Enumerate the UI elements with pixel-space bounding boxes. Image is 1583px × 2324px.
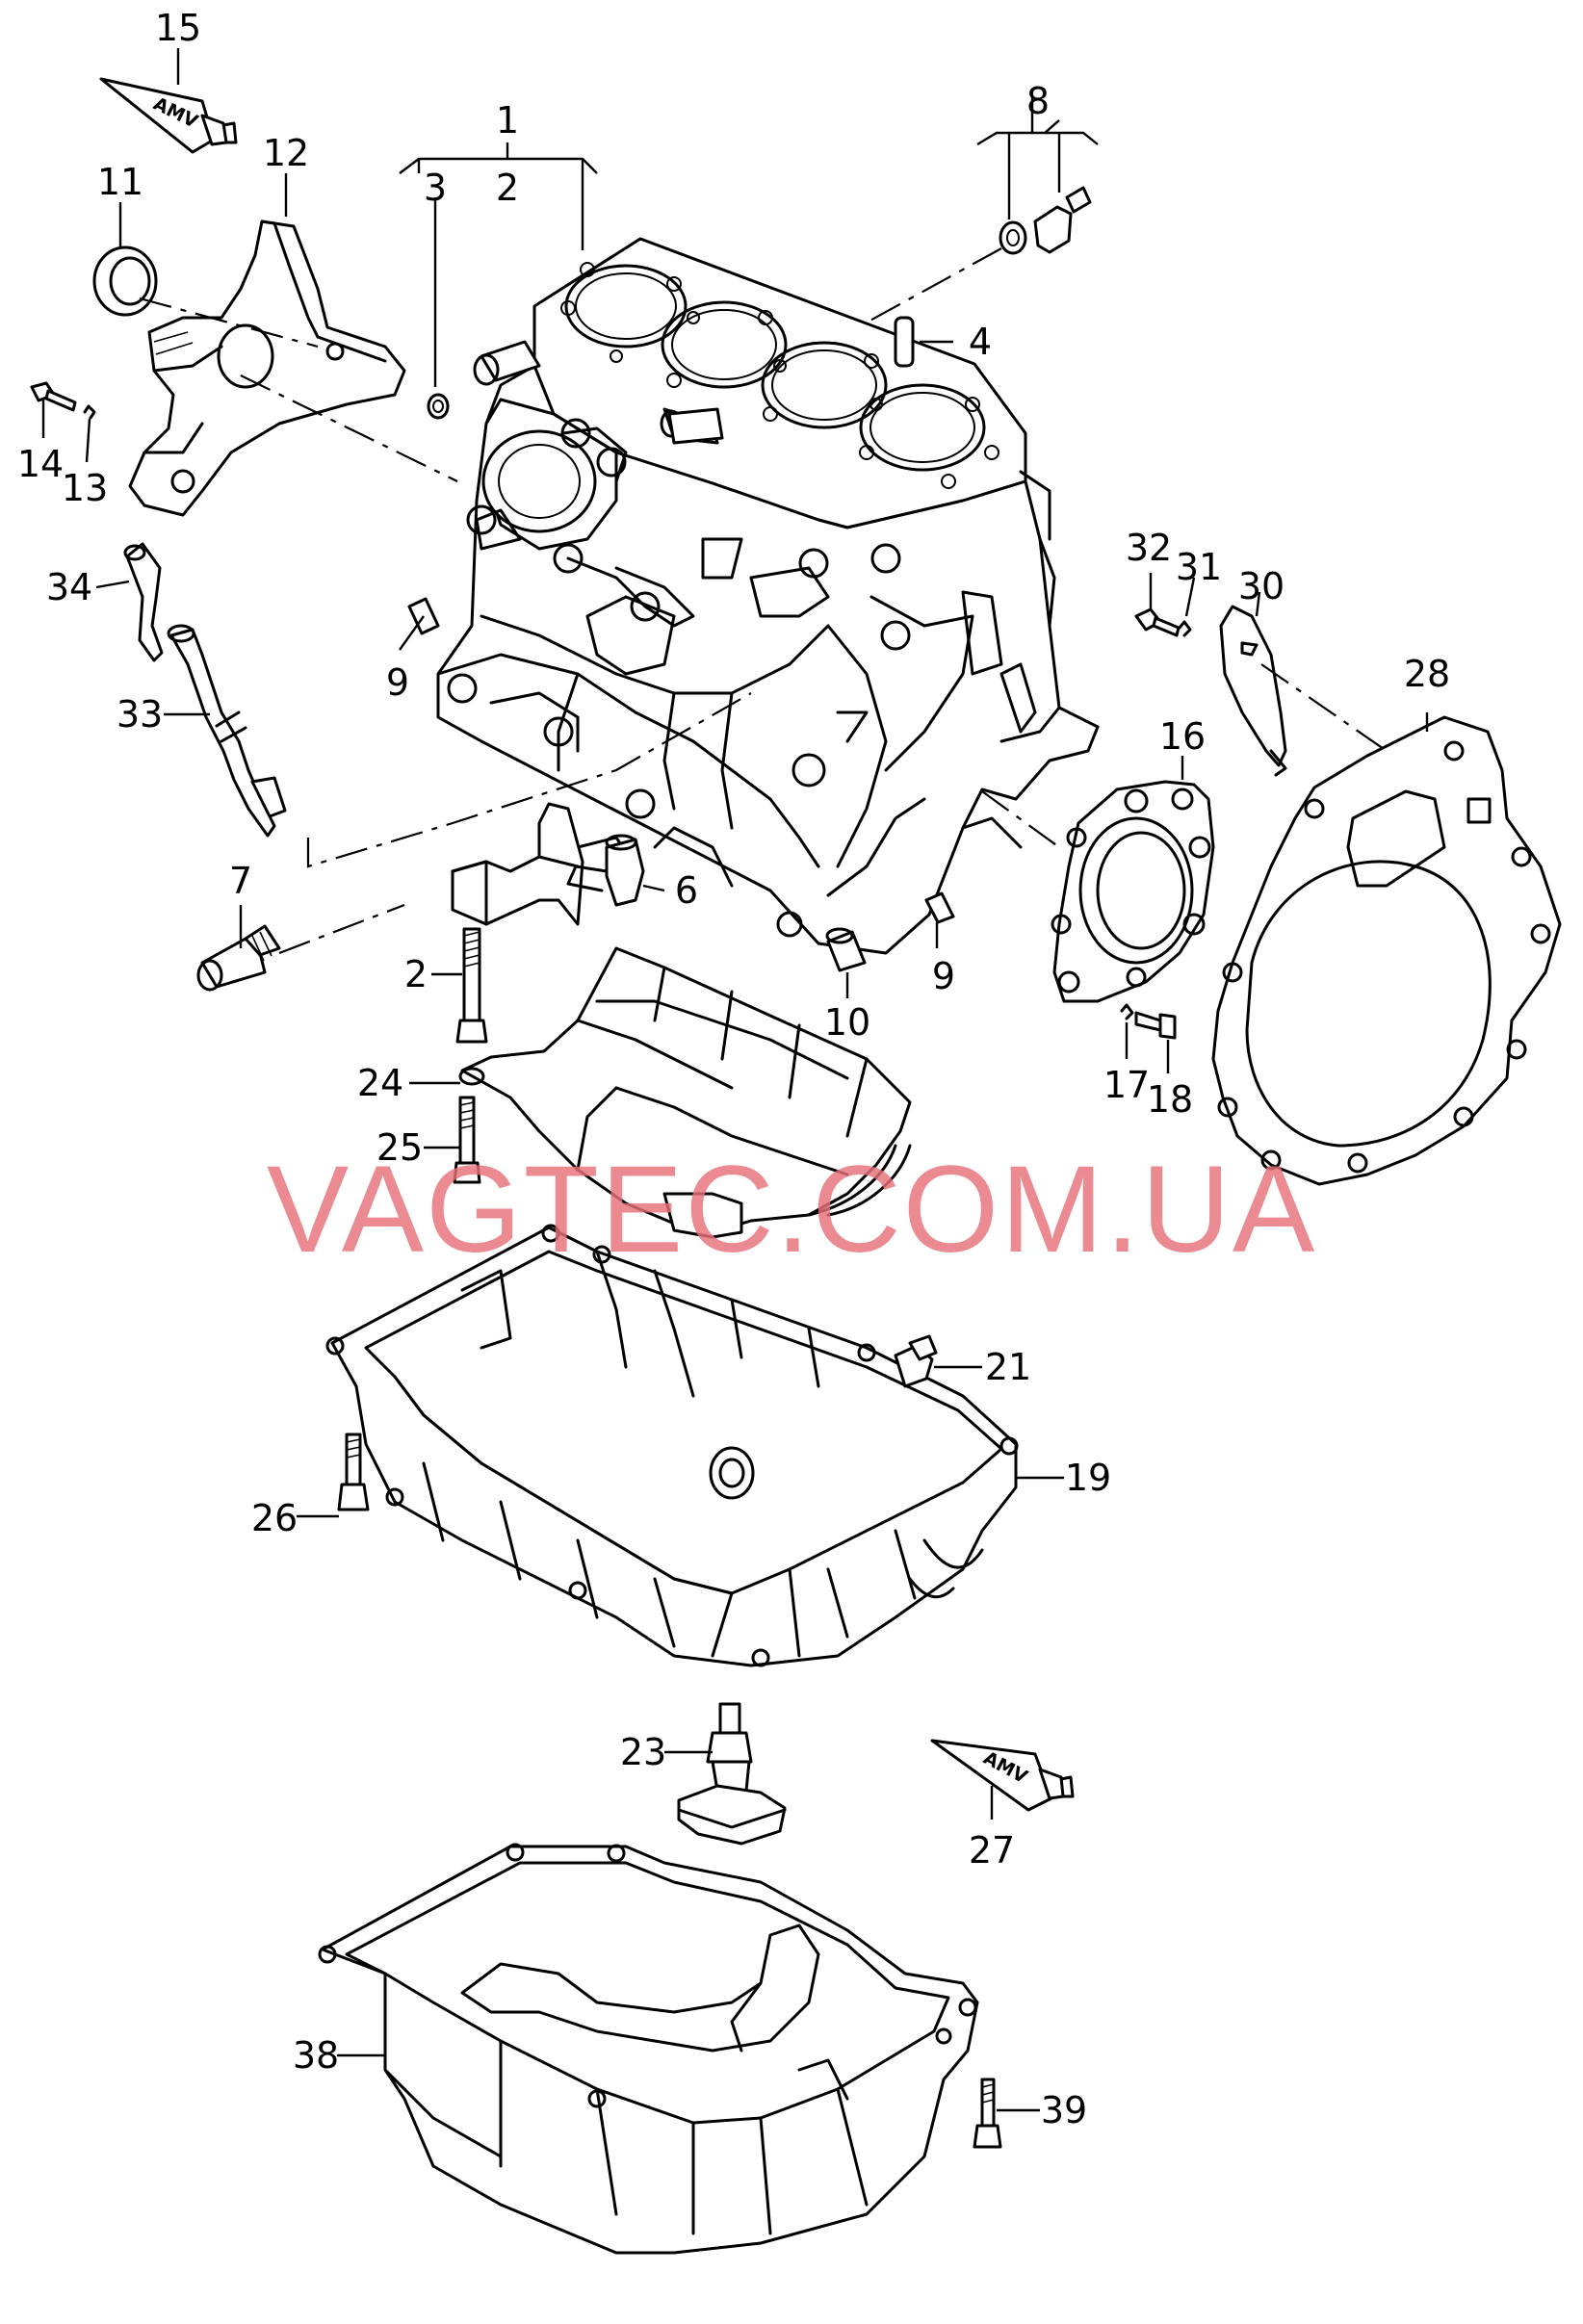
callout-label: 33 — [117, 693, 163, 736]
callout-label: 9 — [932, 955, 955, 997]
cylinder-block-icon — [436, 237, 1100, 955]
sealant-tube-icon: AMV — [930, 1739, 1075, 1812]
callout-label: 7 — [229, 860, 252, 902]
oil-level-sensor-icon — [677, 1702, 787, 1846]
callout-label: 2 — [404, 953, 428, 995]
watermark-text: VAGTEC.COM.UA — [267, 1141, 1316, 1278]
seal-ring-icon — [427, 393, 450, 420]
sealing-flange-icon — [128, 219, 406, 517]
bolt-icon — [1134, 1011, 1177, 1040]
spring-washer-icon — [1178, 620, 1192, 637]
callout-labels: 1 2 3 2 4 6 7 8 9 9 10 11 12 13 14 15 16… — [17, 7, 1450, 2131]
callout-label: 14 — [17, 443, 64, 485]
callout-label: 2 — [496, 167, 519, 209]
callout-label: 28 — [1404, 653, 1450, 695]
bolt-icon — [1134, 607, 1181, 637]
callout-label: 11 — [97, 161, 143, 203]
dowel-pin-icon — [894, 316, 915, 368]
oil-spray-jet-icon — [566, 834, 645, 907]
spring-washer-icon — [1120, 1003, 1134, 1020]
callout-label: 12 — [263, 132, 309, 174]
callout-label: 13 — [62, 467, 108, 509]
callout-label: 15 — [155, 7, 201, 49]
callout-label: 31 — [1176, 546, 1222, 588]
bolt-icon — [30, 381, 77, 412]
callout-label: 26 — [251, 1497, 298, 1539]
leader-lines — [41, 48, 1429, 2112]
cover-plate-icon — [1219, 605, 1287, 777]
callout-label: 18 — [1147, 1078, 1193, 1121]
callout-label: 3 — [424, 167, 447, 209]
sleeve-icon — [825, 927, 867, 972]
sealing-flange-icon — [1051, 780, 1215, 1003]
callout-label: 4 — [969, 321, 992, 363]
callout-label: 10 — [824, 1001, 870, 1044]
callout-label: 25 — [376, 1126, 423, 1169]
pressure-switch-icon — [196, 924, 281, 992]
callout-label: 21 — [985, 1346, 1031, 1388]
dowel-pin-icon — [924, 891, 955, 924]
callout-label: 34 — [46, 566, 92, 608]
spring-washer-icon — [83, 404, 96, 420]
bolt-icon — [973, 2078, 1002, 2149]
callout-label: 1 — [496, 99, 519, 142]
bearing-cap-icon — [451, 802, 584, 926]
dipstick-guide-tube-icon — [167, 624, 287, 838]
callout-label: 38 — [293, 2034, 339, 2077]
callout-label: 32 — [1126, 527, 1172, 569]
bolt-icon — [337, 1433, 370, 1511]
callout-label: 24 — [357, 1062, 403, 1104]
dipstick-icon — [123, 542, 164, 662]
bolt-icon — [455, 927, 488, 1044]
callout-label: 8 — [1026, 80, 1050, 122]
oil-pan-upper-icon — [325, 1224, 1019, 1667]
screw-plug-icon — [894, 1334, 938, 1388]
intermediate-plate-icon — [1211, 715, 1562, 1186]
callout-label: 9 — [386, 661, 409, 704]
callout-label: 6 — [675, 869, 698, 912]
callout-label: 16 — [1159, 715, 1206, 758]
bolt-icon — [453, 1096, 481, 1184]
callout-label: 23 — [620, 1731, 666, 1773]
callout-label: 30 — [1238, 565, 1285, 607]
callout-label: 39 — [1041, 2089, 1087, 2131]
sealant-tube-icon: AMV — [99, 77, 238, 154]
oil-pan-lower-icon — [318, 1843, 979, 2255]
oil-baffle-icon — [458, 946, 912, 1239]
shaft-seal-icon — [92, 245, 158, 317]
screw-plug-icon — [999, 186, 1092, 255]
assembly-lines — [139, 247, 1388, 955]
callout-label: 17 — [1103, 1064, 1150, 1106]
callout-label: 27 — [969, 1829, 1015, 1872]
callout-label: 19 — [1065, 1457, 1111, 1499]
